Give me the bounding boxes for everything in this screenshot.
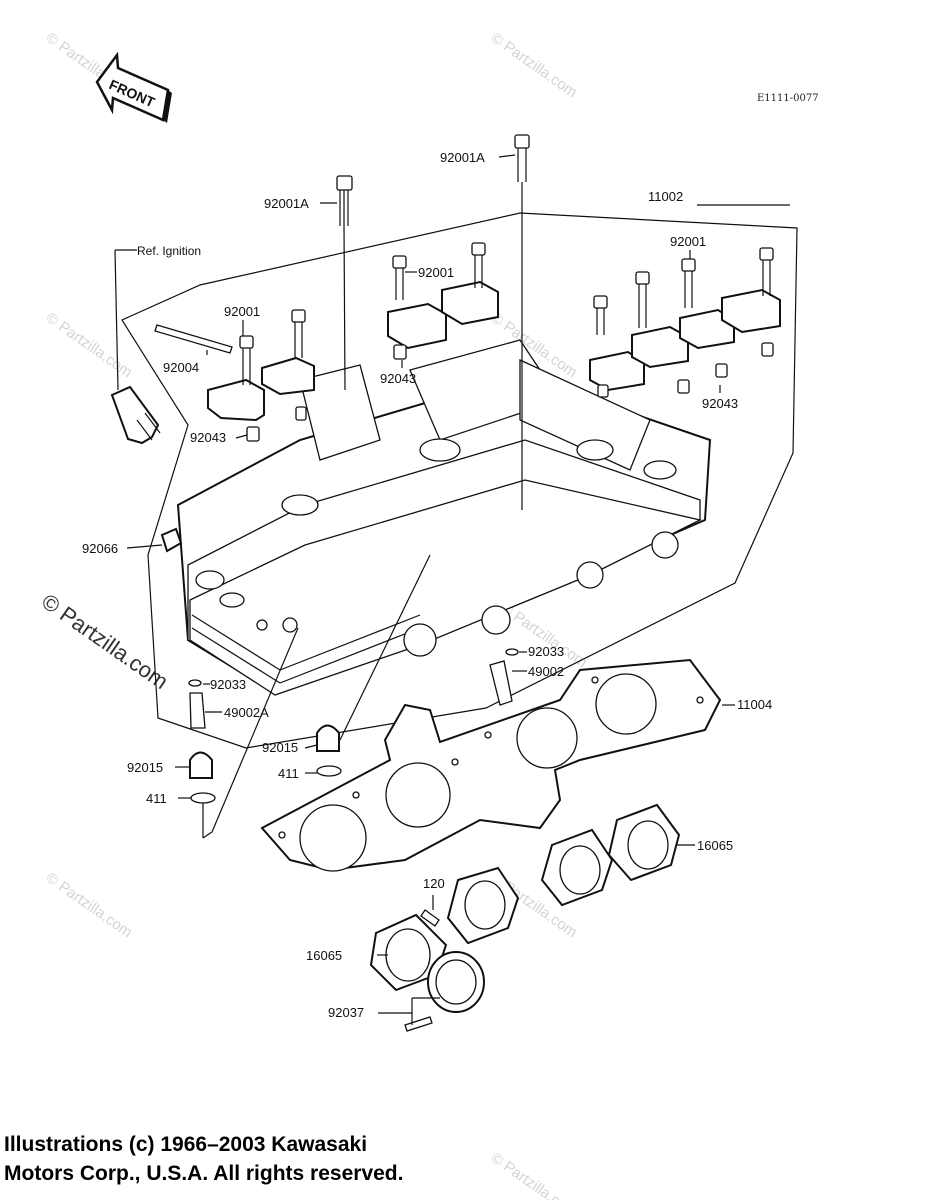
copyright-line-2: Motors Corp., U.S.A. All rights reserved… — [4, 1162, 404, 1185]
part-number-92043-left: 92043 — [190, 430, 226, 445]
part-number-92001a-right: 92001A — [440, 150, 485, 165]
part-number-92015-left: 92015 — [127, 760, 163, 775]
copyright-line-1: Illustrations (c) 1966–2003 Kawasaki — [4, 1133, 368, 1156]
part-number-92043-center: 92043 — [380, 371, 416, 386]
front-arrow-icon: FRONT — [95, 51, 172, 123]
part-number-11004: 11004 — [737, 697, 772, 712]
part-number-92015-center: 92015 — [262, 740, 298, 755]
part-number-92033-left: 92033 — [210, 677, 246, 692]
part-number-11002: 11002 — [648, 189, 683, 204]
watermark-text: © Partzilla.com — [43, 869, 136, 941]
stud — [154, 324, 233, 354]
part-number-92066: 92066 — [82, 541, 118, 556]
part-number-92004: 92004 — [163, 360, 199, 375]
acorn-nuts — [189, 724, 342, 804]
ref-ignition-label: Ref. Ignition — [137, 244, 201, 258]
part-number-92033-right: 92033 — [528, 644, 564, 659]
part-number-92001-right: 92001 — [670, 234, 706, 249]
part-number-92043-right: 92043 — [702, 396, 738, 411]
bolts — [239, 134, 774, 385]
part-number-16065-left: 16065 — [306, 948, 342, 963]
spark-plug-icon — [110, 385, 161, 445]
part-number-120: 120 — [423, 876, 445, 891]
part-number-92037: 92037 — [328, 1005, 364, 1020]
part-number-92001a-left: 92001A — [264, 196, 309, 211]
watermark-text: © Partzilla.com — [488, 1149, 581, 1200]
part-number-49002a: 49002A — [224, 705, 269, 720]
watermark-text: © Partzilla.com — [498, 599, 591, 671]
part-number-49002: 49002 — [528, 664, 564, 679]
oil-nozzles — [188, 648, 519, 729]
watermark-text: © Partzilla.com — [43, 309, 136, 381]
camshaft-caps — [207, 280, 781, 442]
part-number-92001-left: 92001 — [224, 304, 260, 319]
cylinder-head-body — [176, 339, 712, 696]
part-number-92001-center: 92001 — [418, 265, 454, 280]
head-gasket — [260, 658, 722, 872]
head-assembly-boundary — [121, 212, 798, 749]
leader-lines — [114, 154, 790, 1025]
oil-plug — [160, 527, 183, 553]
watermark-text-main: © Partzilla.com — [37, 589, 173, 695]
part-number-16065-right: 16065 — [697, 838, 733, 853]
part-number-411-center: 411 — [278, 766, 299, 781]
intake-holders — [369, 803, 681, 1032]
watermark-text: © Partzilla.com — [488, 29, 581, 101]
part-number-411-left: 411 — [146, 791, 167, 806]
drawing-code: E1111-0077 — [757, 93, 819, 104]
